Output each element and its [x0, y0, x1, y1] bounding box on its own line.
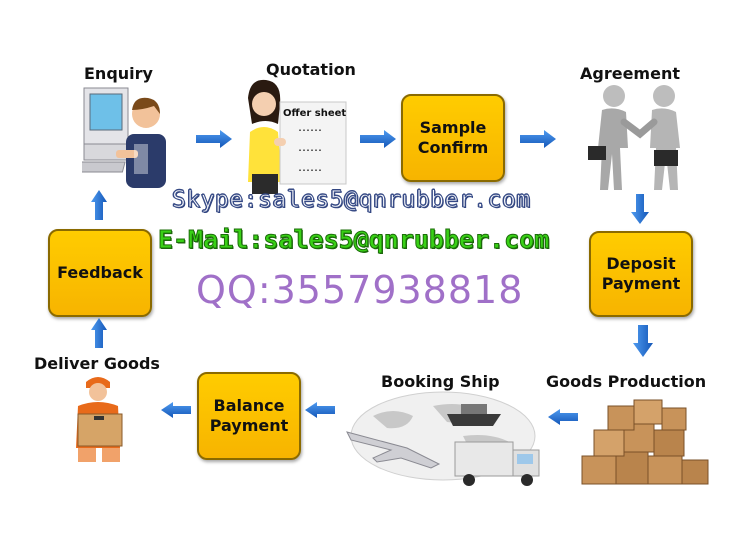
qq-contact: QQ:3557938818	[196, 268, 524, 312]
skype-contact: Skype:sales5@qnrubber.com	[172, 187, 531, 214]
deposit-payment-box: Deposit Payment	[589, 231, 693, 317]
balance-payment-line2: Payment	[209, 416, 289, 435]
deposit-payment-line1: Deposit	[606, 254, 676, 273]
email-contact: E-Mail:sales5@qnrubber.com	[157, 225, 550, 255]
arrow-quotation-to-sample-icon	[360, 130, 396, 148]
sample-confirm-line2: Confirm	[417, 138, 489, 157]
offer-sheet-title: Offer sheet	[283, 108, 347, 119]
enquiry-label: Enquiry	[84, 64, 153, 83]
delivery-man-icon	[76, 377, 123, 462]
cardboard-boxes-icon	[581, 399, 709, 485]
balance-payment-box: Balance Payment	[197, 372, 301, 460]
agreement-label: Agreement	[580, 64, 680, 83]
arrow-deliver-to-feedback-icon	[91, 318, 107, 348]
arrow-deposit-to-production-icon	[633, 325, 653, 357]
handshake-icon	[588, 85, 680, 190]
arrow-production-to-booking-icon	[548, 409, 578, 425]
arrow-booking-to-balance-icon	[305, 402, 335, 418]
offer-sheet-dots-1: ……	[298, 120, 322, 134]
logistics-plane-ship-truck-icon	[346, 391, 540, 486]
feedback-box: Feedback	[48, 229, 152, 317]
sample-confirm-line1: Sample	[419, 118, 487, 137]
arrow-enquiry-to-quotation-icon	[196, 130, 232, 148]
quotation-label: Quotation	[266, 60, 356, 79]
booking-ship-label: Booking Ship	[381, 372, 500, 391]
feedback-label: Feedback	[57, 263, 143, 282]
arrow-balance-to-deliver-icon	[161, 402, 191, 418]
ship-shape	[447, 404, 501, 426]
computer-user-icon	[82, 87, 166, 188]
arrow-sample-to-agreement-icon	[520, 130, 556, 148]
deliver-goods-label: Deliver Goods	[34, 354, 160, 373]
arrow-feedback-to-enquiry-icon	[91, 190, 107, 220]
truck-shape	[454, 441, 540, 486]
woman-with-offer-sheet-icon	[248, 79, 347, 194]
deposit-payment-line2: Payment	[601, 274, 681, 293]
offer-sheet-dots-3: ……	[298, 160, 322, 174]
arrow-agreement-to-deposit-icon	[631, 194, 649, 224]
goods-production-label: Goods Production	[546, 372, 707, 391]
offer-sheet-dots-2: ……	[298, 140, 322, 154]
sample-confirm-box: Sample Confirm	[401, 94, 505, 182]
balance-payment-line1: Balance	[213, 396, 285, 415]
